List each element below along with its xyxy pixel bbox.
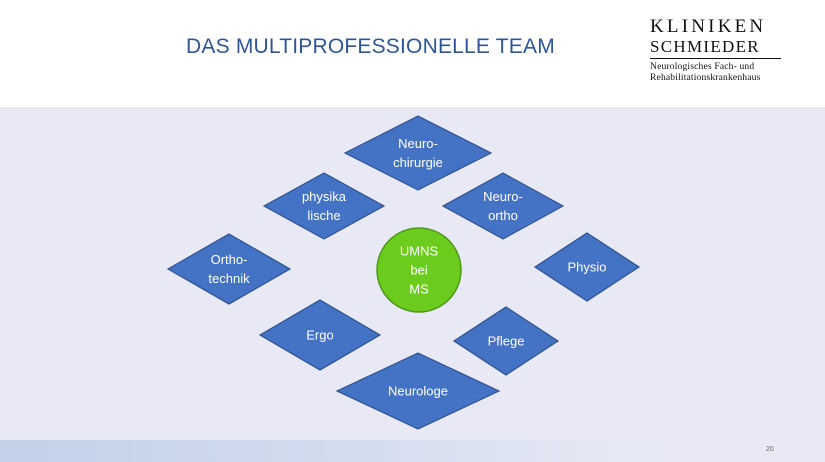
diamond-shape-ergo — [258, 299, 382, 371]
center-node-label-line: MS — [409, 282, 429, 297]
diamond-orthotechnik-label-line: Ortho- — [211, 252, 248, 267]
center-circle — [376, 227, 462, 313]
diamond-neurochirurgie-label-line: chirurgie — [393, 155, 443, 170]
clinic-logo: KLINIKEN SCHMIEDER Neurologisches Fach- … — [650, 16, 785, 83]
diamond-pflege-label-line: Pflege — [488, 334, 525, 349]
diamond-neurologe: Neurologe — [335, 352, 501, 430]
diamond-shape-neuroortho — [441, 172, 565, 240]
logo-line-1: KLINIKEN — [650, 16, 767, 37]
diamond-neuroortho-label-line: ortho — [488, 208, 518, 223]
diamond-neuroortho: Neuro-ortho — [441, 172, 565, 240]
diamond-neurochirurgie-label-line: Neuro- — [398, 136, 438, 151]
footer-band — [0, 440, 825, 462]
page-number: 20 — [766, 446, 774, 453]
diamond-orthotechnik: Ortho-technik — [166, 233, 292, 305]
diamond-shape-pflege — [452, 306, 560, 376]
logo-line-2: SCHMIEDER — [650, 37, 760, 56]
diamond-shape-neurologe — [335, 352, 501, 430]
diamond-physio-label-line: Physio — [567, 260, 606, 275]
diamond-physikalische: physika lische — [262, 172, 386, 240]
diamond-neurologe-label-line: Neurologe — [388, 384, 448, 399]
diamond-orthotechnik-label-line: technik — [208, 271, 250, 286]
diamond-neuroortho-label-line: Neuro- — [483, 189, 523, 204]
diamond-shape-physikalische — [262, 172, 386, 240]
diamond-neurochirurgie: Neuro-chirurgie — [343, 115, 493, 191]
diamond-shape-physio — [533, 232, 641, 302]
diamond-ergo: Ergo — [258, 299, 382, 371]
center-node-label-line: UMNS — [400, 244, 439, 259]
logo-subtitle-1: Neurologisches Fach- und — [650, 61, 755, 72]
diamond-shape-orthotechnik — [166, 233, 292, 305]
slide-header: DAS MULTIPROFESSIONELLE TEAM KLINIKEN SC… — [0, 0, 825, 107]
logo-rule — [650, 58, 781, 59]
diamond-physikalische-label-line: physika — [302, 189, 347, 204]
slide-title: DAS MULTIPROFESSIONELLE TEAM — [186, 35, 555, 58]
diamond-physio: Physio — [533, 232, 641, 302]
logo-subtitle-2: Rehabilitationskrankenhaus — [650, 71, 761, 83]
center-node-label-line: bei — [410, 263, 427, 278]
diamond-pflege: Pflege — [452, 306, 560, 376]
diamond-shape-neurochirurgie — [343, 115, 493, 191]
diamond-physikalische-label-line: lische — [307, 208, 340, 223]
diamond-ergo-label-line: Ergo — [306, 328, 333, 343]
